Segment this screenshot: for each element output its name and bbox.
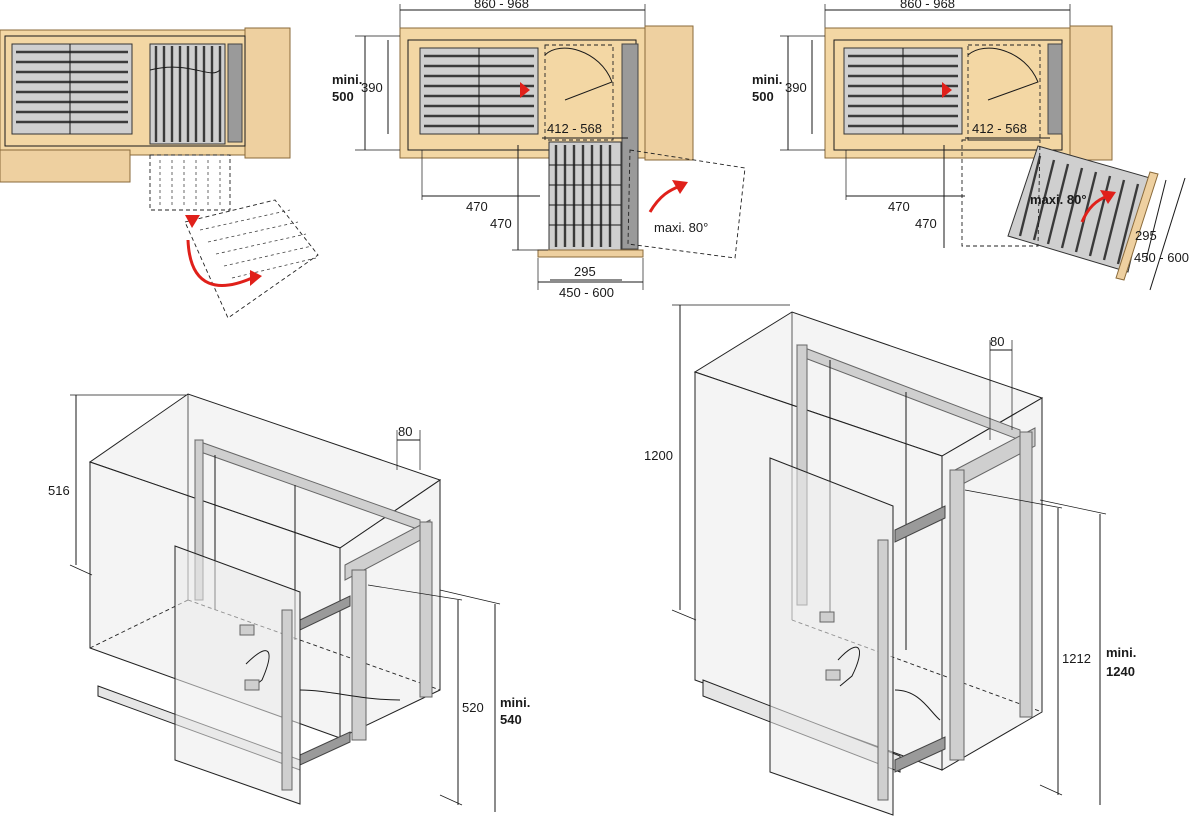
door-rail [877, 539, 889, 801]
fixed-basket-bars [16, 44, 128, 134]
mini-label: mini. [500, 695, 530, 710]
mini-label: mini. [1106, 645, 1136, 660]
swing-ghost-2 [184, 199, 319, 319]
top-gap-label: 80 [990, 334, 1004, 349]
mini-label: mini. [752, 72, 782, 87]
cabinet-interior [4, 35, 246, 147]
depth-label: 516 [48, 483, 70, 498]
iso-cabinet-right: 1200 80 1212 mini. 1240 [644, 304, 1136, 816]
hinge-rail [1047, 43, 1063, 135]
swing-ghost-1 [149, 154, 231, 211]
cabinet-range-label: 450 - 600 [559, 285, 614, 300]
extend-range-label: 412 - 568 [972, 121, 1027, 136]
offset-x-label: 470 [466, 199, 488, 214]
pullout-post [351, 569, 367, 741]
fixed-basket [11, 43, 133, 135]
iso-cabinet-left: 516 80 520 mini. 540 [48, 393, 530, 812]
red-marker [185, 215, 200, 228]
width-range-label: 860 - 968 [900, 0, 955, 11]
height-label: 1200 [644, 448, 673, 463]
width-range-label: 860 - 968 [474, 0, 529, 11]
plan-view-middle: 860 - 968 maxi. 80° [332, 0, 746, 300]
mini-value: 1240 [1106, 664, 1135, 679]
basket-width-label: 295 [1135, 228, 1157, 243]
offset-y-label: 470 [490, 216, 512, 231]
cabinet-range-label: 450 - 600 [1134, 250, 1189, 265]
top-gap-label: 80 [398, 424, 412, 439]
mini-label: mini. [332, 72, 362, 87]
cabinet-side-left [0, 149, 131, 183]
depth-label: 390 [785, 80, 807, 95]
mini-value: 500 [752, 89, 774, 104]
swing-basket-bars [154, 46, 222, 142]
hinge-rail [227, 43, 243, 143]
door-rail [281, 609, 293, 791]
rotated-basket [1007, 145, 1151, 273]
swing-arrow [648, 184, 681, 213]
hinge-rail [621, 43, 639, 250]
angle-label: maxi. 80° [1030, 192, 1087, 207]
height-label: 520 [462, 700, 484, 715]
basket-width-label: 295 [574, 264, 596, 279]
depth-label: 390 [361, 80, 383, 95]
mini-value: 500 [332, 89, 354, 104]
cabinet-door [174, 545, 301, 805]
swing-arrow [186, 239, 253, 287]
cabinet-side-right [244, 27, 291, 159]
plan-view-left [0, 27, 319, 319]
extend-range-label: 412 - 568 [547, 121, 602, 136]
pullout-post [949, 469, 965, 761]
mini-value: 540 [500, 712, 522, 727]
offset-x-label: 470 [888, 199, 910, 214]
swing-ghost-bars [159, 160, 317, 279]
plan-view-right: 860 - 968 maxi. 80° mini. 5 [752, 0, 1189, 291]
angle-label: maxi. 80° [654, 220, 708, 235]
offset-y-label: 470 [915, 216, 937, 231]
cabinet-door [769, 457, 894, 816]
inner-height-label: 1212 [1062, 651, 1091, 666]
